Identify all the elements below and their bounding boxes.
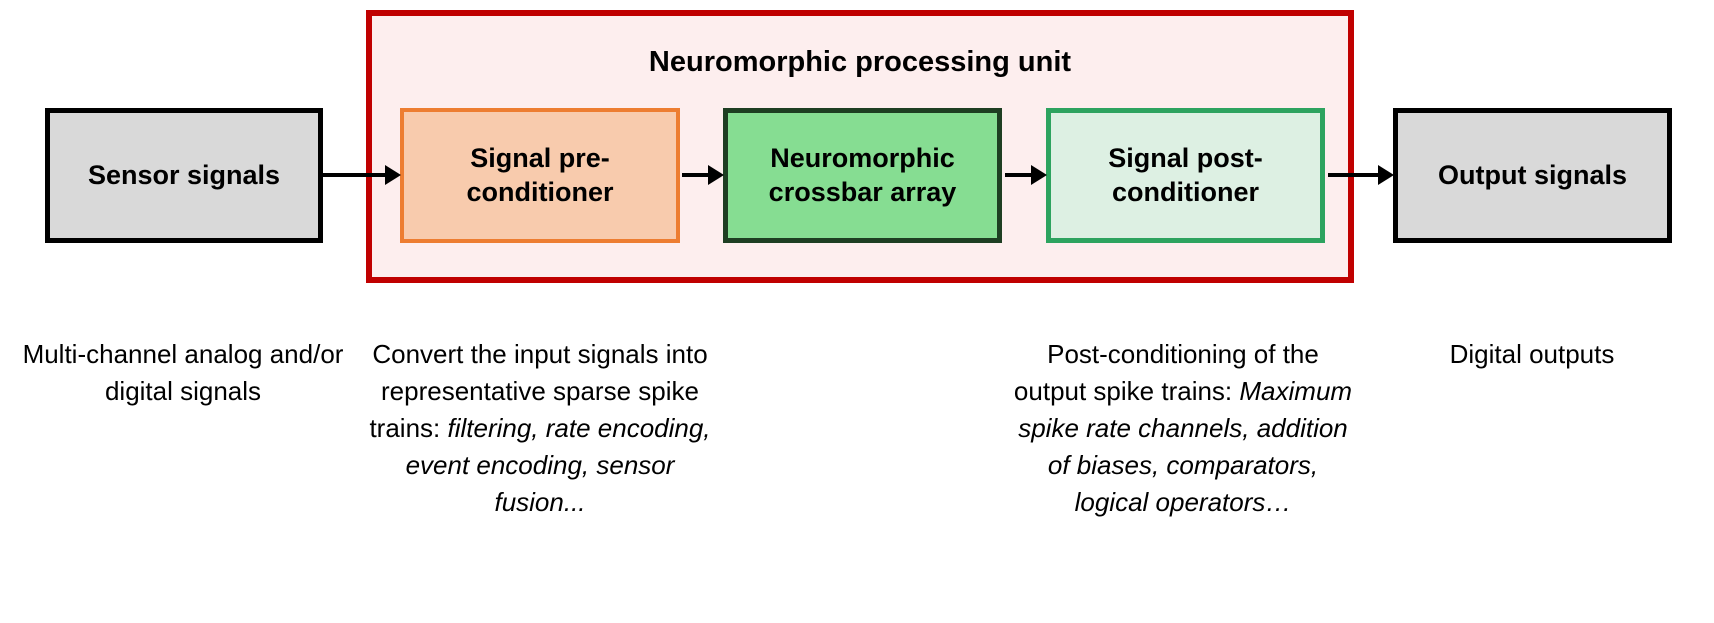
caption-post-conditioner: Post-conditioning of the output spike tr… bbox=[1013, 336, 1353, 521]
node-output-signals-label: Output signals bbox=[1438, 159, 1627, 190]
node-neuromorphic-crossbar-array-label: Neuromorphic crossbar array bbox=[768, 142, 957, 207]
arrow-post-to-output-icon bbox=[1328, 165, 1394, 185]
caption-pre-conditioner-italic-text: filtering, rate encoding, event encoding… bbox=[405, 412, 711, 517]
node-signal-post-conditioner: Signal post-conditioner bbox=[1046, 108, 1325, 243]
caption-output-signals: Digital outputs bbox=[1403, 336, 1661, 373]
node-signal-post-conditioner-label: Signal post-conditioner bbox=[1108, 142, 1263, 207]
node-signal-pre-conditioner-label: Signal pre-conditioner bbox=[466, 142, 614, 207]
node-signal-pre-conditioner: Signal pre-conditioner bbox=[400, 108, 680, 243]
caption-post-conditioner-italic-text: Maximum spike rate channels, addition of… bbox=[1018, 375, 1353, 517]
arrow-pre-to-crossbar-icon bbox=[682, 165, 724, 185]
caption-pre-conditioner: Convert the input signals into represent… bbox=[364, 336, 716, 521]
arrow-sensor-to-pre-icon bbox=[322, 165, 401, 185]
npu-title: Neuromorphic processing unit bbox=[648, 46, 1072, 78]
caption-sensor-signals: Multi-channel analog and/or digital sign… bbox=[22, 336, 344, 410]
node-sensor-signals-label: Sensor signals bbox=[87, 159, 281, 190]
caption-pre-conditioner-text: Convert the input signals into represent… bbox=[369, 339, 708, 443]
node-neuromorphic-crossbar-array: Neuromorphic crossbar array bbox=[723, 108, 1002, 243]
arrow-crossbar-to-post-icon bbox=[1005, 165, 1047, 185]
node-output-signals: Output signals bbox=[1393, 108, 1672, 243]
node-sensor-signals: Sensor signals bbox=[45, 108, 323, 243]
caption-post-conditioner-text: Post-conditioning of the output spike tr… bbox=[1013, 339, 1319, 406]
caption-sensor-signals-text: Multi-channel analog and/or digital sign… bbox=[22, 339, 344, 406]
caption-output-signals-text: Digital outputs bbox=[1449, 339, 1615, 369]
